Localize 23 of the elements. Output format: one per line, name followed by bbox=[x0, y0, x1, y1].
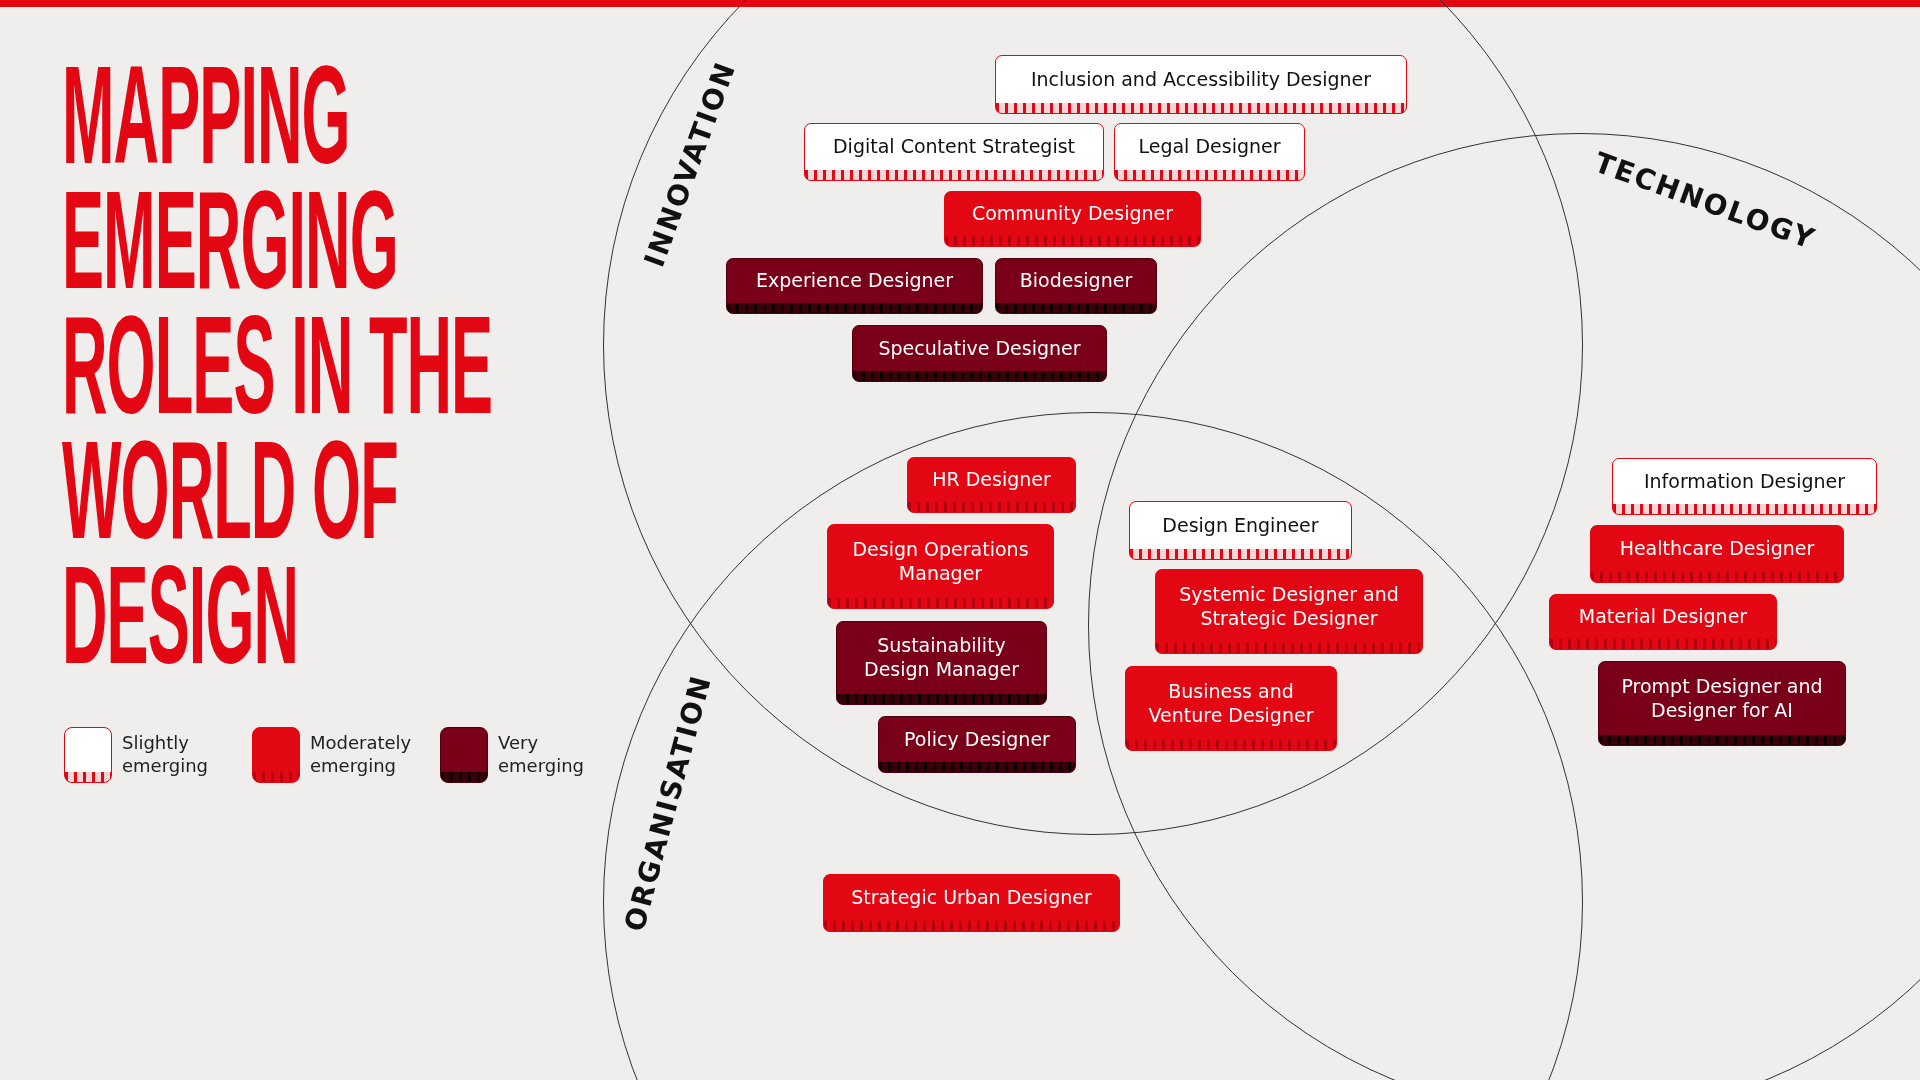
legend-label: Moderately emerging bbox=[310, 731, 413, 778]
role-box: Legal Designer bbox=[1114, 123, 1305, 181]
legend-label: Very emerging bbox=[498, 731, 586, 778]
role-box: Business and Venture Designer bbox=[1125, 666, 1337, 751]
role-box: Experience Designer bbox=[726, 258, 983, 314]
role-box: Strategic Urban Designer bbox=[823, 874, 1120, 932]
role-box: Prompt Designer and Designer for AI bbox=[1598, 661, 1846, 746]
role-box: Material Designer bbox=[1549, 594, 1777, 650]
role-box: Healthcare Designer bbox=[1590, 525, 1844, 583]
role-box: Inclusion and Accessibility Designer bbox=[995, 55, 1407, 114]
role-box: Speculative Designer bbox=[852, 325, 1107, 382]
role-box: Community Designer bbox=[944, 191, 1201, 247]
role-box: HR Designer bbox=[907, 457, 1076, 513]
role-box: Biodesigner bbox=[995, 258, 1157, 314]
role-box: Digital Content Strategist bbox=[804, 123, 1104, 181]
title: MAPPING EMERGING ROLES IN THE WORLD OF DESIGN bbox=[62, 52, 494, 677]
role-box: Information Designer bbox=[1612, 458, 1877, 515]
role-box: Design Operations Manager bbox=[827, 524, 1054, 609]
role-box: Policy Designer bbox=[878, 716, 1076, 773]
legend-label: Slightly emerging bbox=[122, 731, 210, 778]
role-box: Sustainability Design Manager bbox=[836, 621, 1047, 705]
role-box: Design Engineer bbox=[1129, 501, 1352, 560]
role-box: Systemic Designer and Strategic Designer bbox=[1155, 569, 1423, 654]
